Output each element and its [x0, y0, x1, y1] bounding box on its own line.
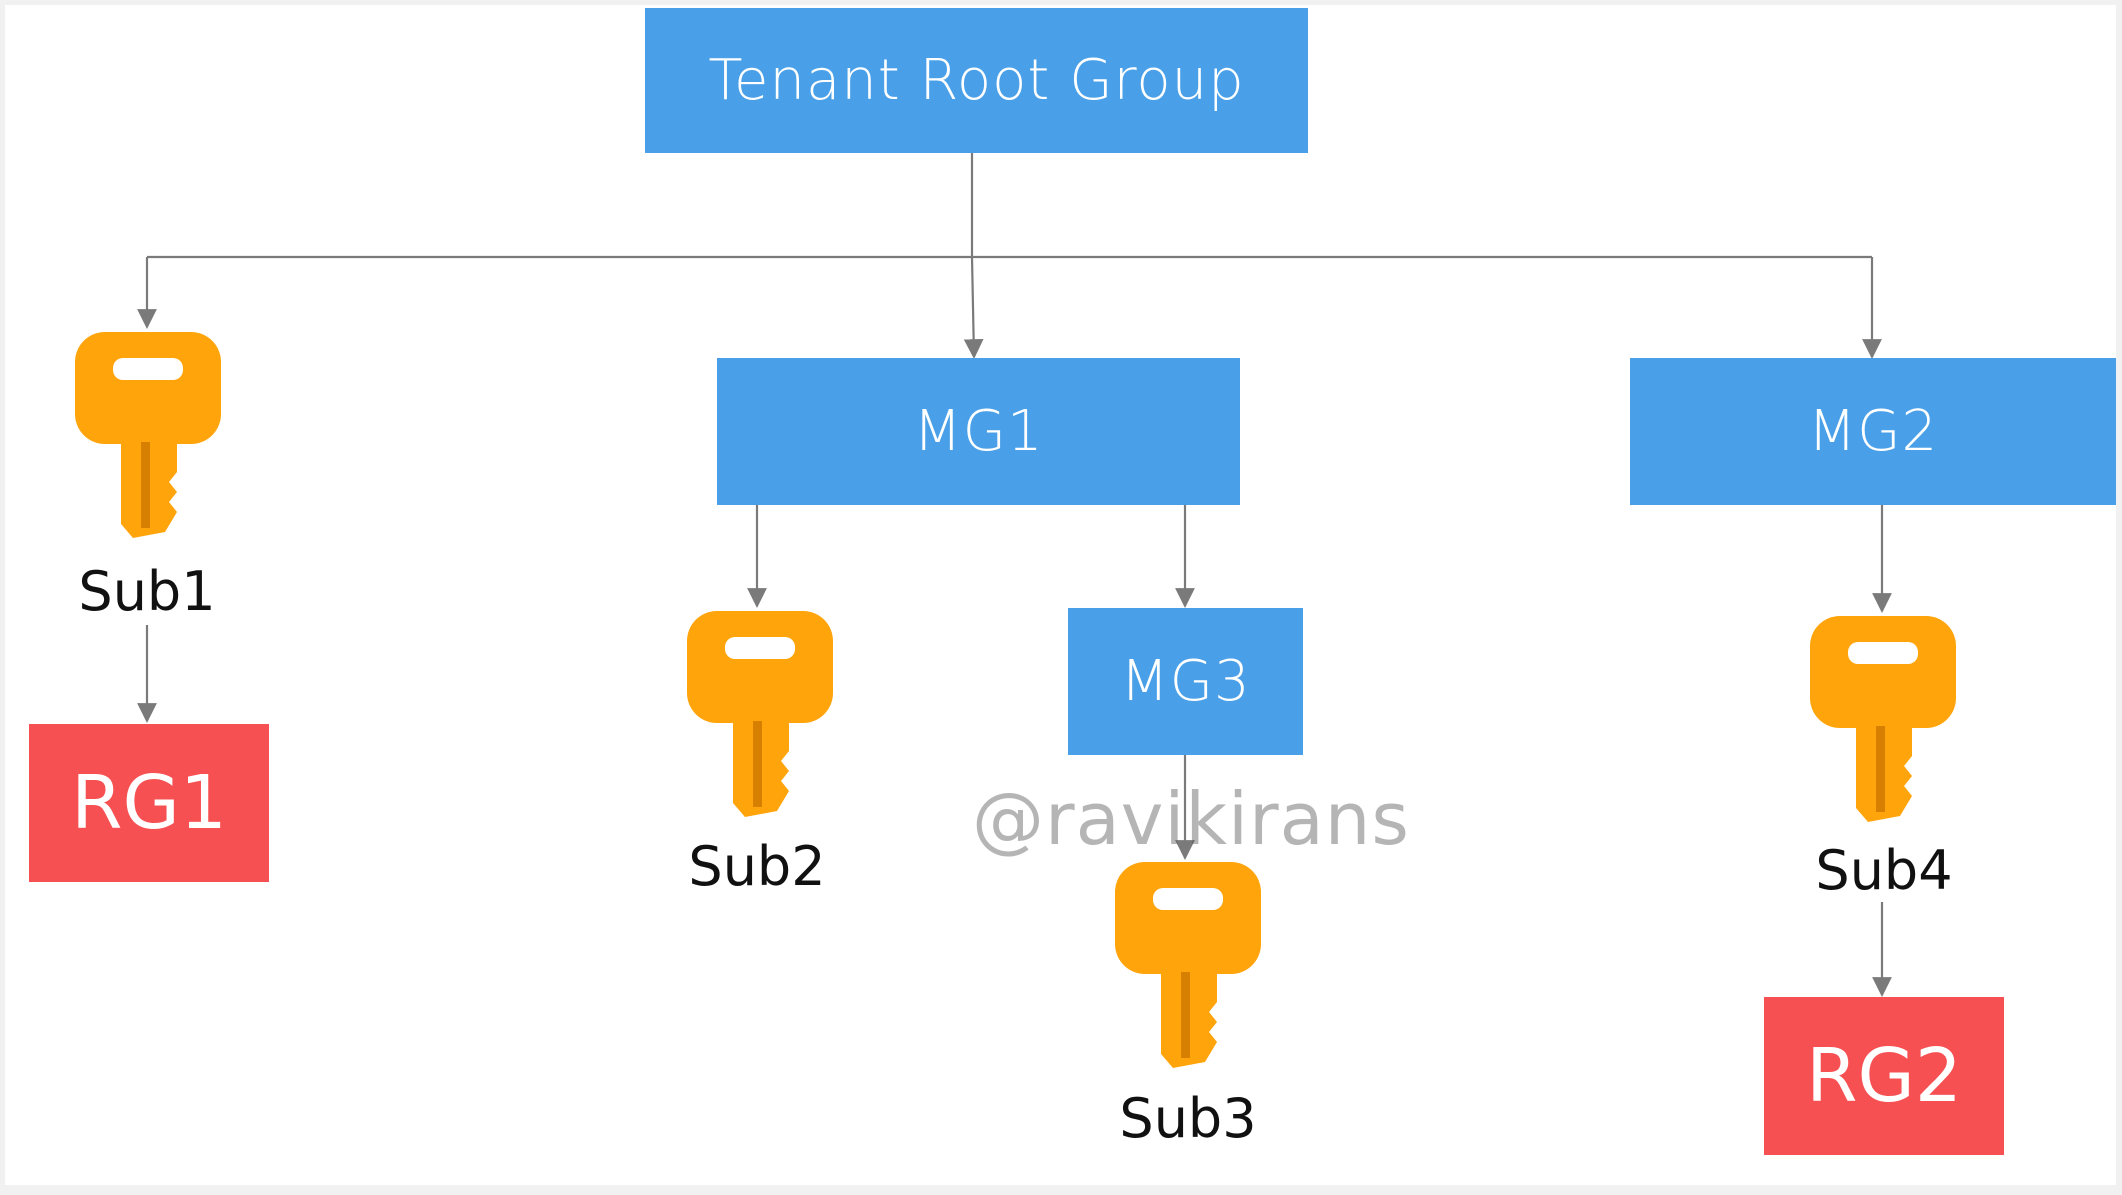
hierarchy-diagram: Tenant Root Group MG1 MG2 MG3 RG1 RG2 Su… [5, 5, 2116, 1185]
sub4-label: Sub4 [1815, 839, 1953, 902]
rg1-node[interactable]: RG1 [29, 724, 269, 882]
mg3-label: MG3 [1120, 649, 1251, 714]
edge-root-mg1 [963, 256, 984, 359]
mg2-node[interactable]: MG2 [1630, 358, 2116, 505]
rg2-label: RG2 [1806, 1033, 1962, 1119]
mg1-node[interactable]: MG1 [717, 358, 1240, 505]
key-icon [1115, 862, 1261, 1068]
rg1-label: RG1 [71, 760, 227, 846]
key-icon [687, 611, 833, 817]
key-icon [75, 332, 221, 538]
tenant-root-group-label: Tenant Root Group [708, 48, 1245, 113]
mg2-label: MG2 [1807, 399, 1939, 464]
key-icon [1810, 616, 1956, 822]
mg1-label: MG1 [913, 399, 1044, 464]
sub3-label: Sub3 [1119, 1087, 1257, 1150]
mg3-node[interactable]: MG3 [1068, 608, 1303, 755]
sub1-label: Sub1 [78, 560, 216, 623]
tenant-root-group-node[interactable]: Tenant Root Group [645, 8, 1308, 153]
connector-lines [137, 153, 1892, 997]
sub2-label: Sub2 [688, 835, 826, 898]
rg2-node[interactable]: RG2 [1764, 997, 2004, 1155]
